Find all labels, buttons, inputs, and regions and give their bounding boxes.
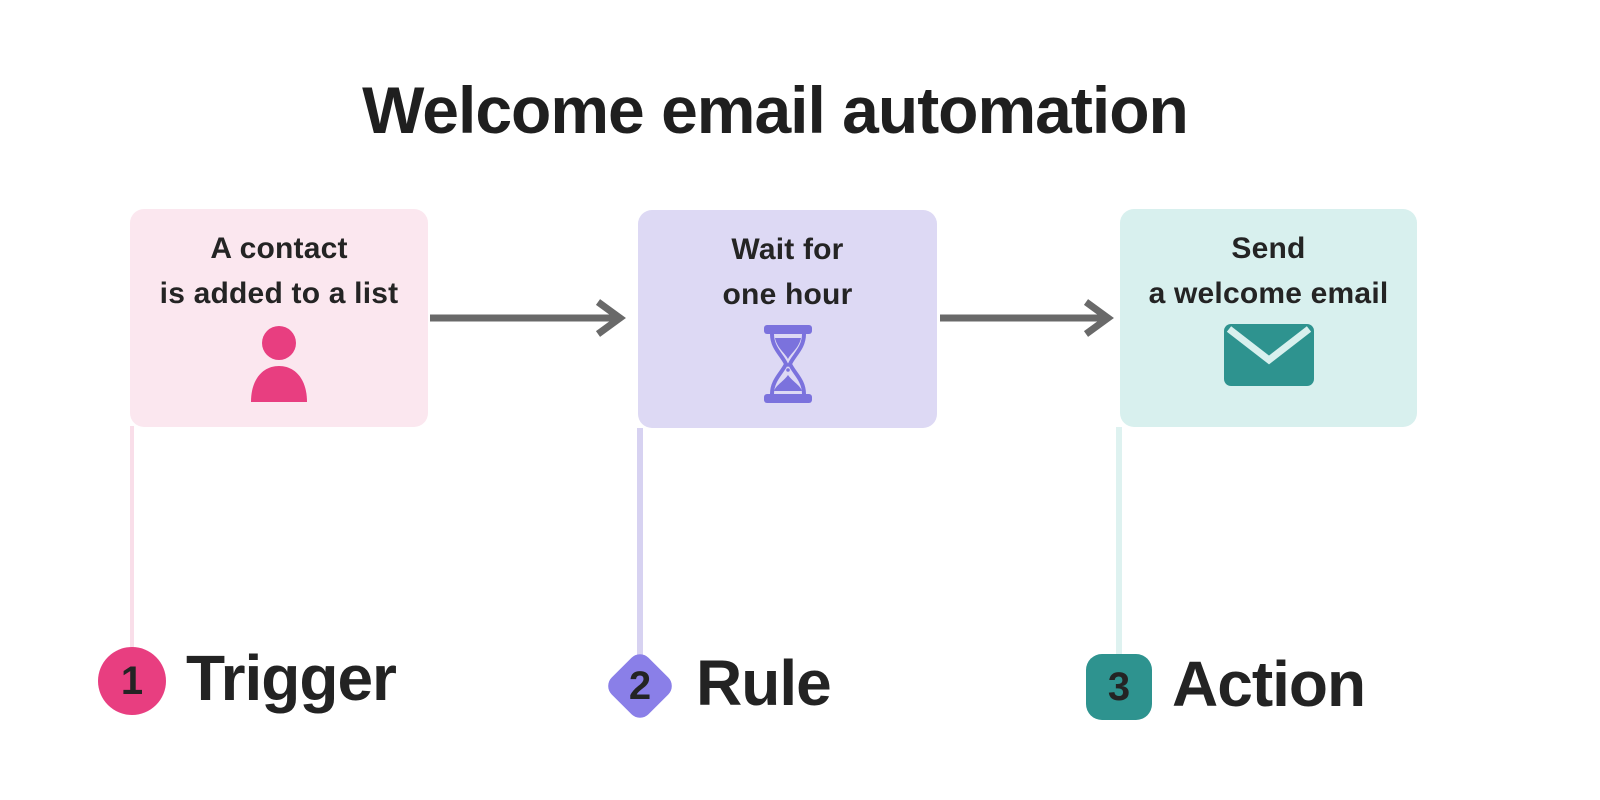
rule-card-text: Wait for one hour (638, 227, 937, 317)
rule-label: Rule (696, 647, 832, 719)
action-number: 3 (1107, 664, 1131, 709)
action-footer: 3 Action (1086, 648, 1366, 722)
diagram-title: Welcome email automation (362, 73, 1189, 147)
trigger-card-line1: A contact (210, 232, 348, 265)
action-card-text: Send a welcome email (1120, 226, 1417, 316)
rule-number-badge: 2 (603, 649, 677, 723)
trigger-number: 1 (120, 658, 144, 703)
rule-card-line1: Wait for (731, 233, 844, 266)
action-card-line1: Send (1231, 232, 1306, 265)
action-number-badge: 3 (1086, 654, 1152, 720)
trigger-connector-line (130, 426, 134, 652)
rule-number: 2 (628, 663, 652, 708)
action-connector-line (1116, 427, 1122, 659)
arrow-trigger-to-rule (430, 296, 630, 345)
trigger-card-line2: is added to a list (159, 277, 399, 310)
rule-card-line2: one hour (722, 278, 853, 311)
trigger-number-badge: 1 (98, 647, 166, 715)
rule-connector-line (637, 428, 643, 656)
trigger-footer: 1 Trigger (98, 642, 397, 716)
action-label: Action (1172, 648, 1366, 720)
rule-footer: 2 Rule (603, 647, 832, 723)
arrow-rule-to-action (940, 296, 1120, 345)
action-card: Send a welcome email (1120, 209, 1417, 427)
trigger-card-text: A contact is added to a list (130, 226, 428, 316)
action-card-line2: a welcome email (1148, 277, 1389, 310)
envelope-icon (1120, 324, 1417, 391)
hourglass-icon (638, 325, 937, 408)
trigger-label: Trigger (186, 642, 397, 714)
person-icon (130, 324, 428, 407)
trigger-card: A contact is added to a list (130, 209, 428, 427)
rule-card: Wait for one hour (638, 210, 937, 428)
